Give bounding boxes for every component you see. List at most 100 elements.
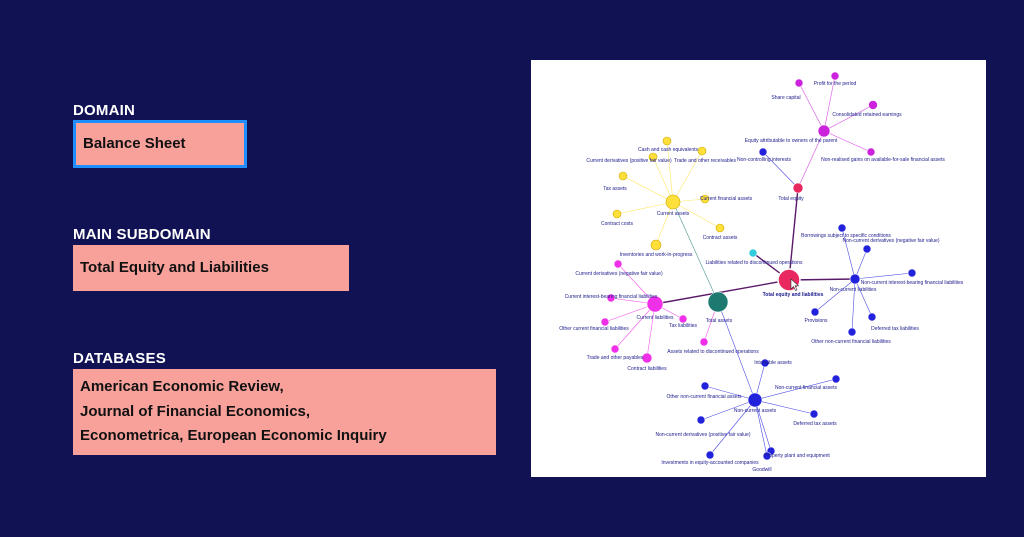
graph-edge — [823, 130, 872, 153]
graph-edge — [823, 75, 836, 132]
graph-edge — [646, 303, 656, 359]
graph-node-total-assets[interactable] — [707, 291, 729, 313]
graph-node-label: Total assets — [706, 318, 733, 324]
graph-node-other-nca-fin[interactable] — [700, 381, 710, 391]
graph-node-profit-period[interactable] — [830, 71, 840, 81]
graph-edge — [762, 151, 799, 189]
graph-node-label: Inventories and work-in-progress — [620, 252, 693, 258]
graph-node-ca-deriv-pos[interactable] — [648, 152, 658, 162]
graph-edge — [654, 279, 790, 305]
graph-node-contract-assets[interactable] — [715, 223, 725, 233]
graph-node-label: Current derivatives (negative fair value… — [575, 271, 663, 277]
graph-node-cur-fin-assets[interactable] — [700, 194, 710, 204]
graph-edge — [854, 248, 868, 280]
subdomain-value[interactable]: Total Equity and Liabilities — [73, 245, 349, 291]
graph-node-contract-costs[interactable] — [612, 209, 622, 219]
graph-edge — [617, 263, 656, 305]
graph-node-non-realised[interactable] — [866, 147, 876, 157]
graph-edge — [823, 104, 874, 132]
graph-edge — [709, 399, 756, 456]
graph-node-equity-investments[interactable] — [705, 450, 715, 460]
graph-node-consolidated-re[interactable] — [868, 100, 878, 110]
graph-edge — [704, 385, 756, 401]
graph-node-label: Contract liabilities — [627, 366, 667, 372]
graph-node-non-current-liab[interactable] — [849, 273, 861, 285]
graph-node-deferred-tax-liab[interactable] — [867, 312, 877, 322]
graph-edge — [854, 272, 913, 280]
graph-node-cl-deriv-neg[interactable] — [613, 259, 623, 269]
graph-node-label: Liabilities related to discontinued oper… — [705, 260, 803, 266]
graph-node-label: Trade and other payables — [587, 355, 644, 361]
domain-value[interactable]: Balance Sheet — [73, 120, 247, 168]
graph-node-non-controlling[interactable] — [758, 147, 768, 157]
graph-node-cl-interest[interactable] — [606, 293, 616, 303]
graph-node-trade-pay[interactable] — [610, 344, 620, 354]
graph-node-contract-liab[interactable] — [641, 352, 653, 364]
graph-node-eq-parent[interactable] — [817, 124, 831, 138]
graph-node-label: Current interest-bearing financial liabi… — [565, 294, 658, 300]
database-line: Econometrica, European Economic Inquiry — [80, 427, 387, 444]
graph-node-goodwill[interactable] — [762, 451, 772, 461]
subdomain-heading: MAIN SUBDOMAIN — [73, 226, 211, 243]
graph-edge — [622, 175, 674, 203]
graph-node-ncl-fin-assets[interactable] — [831, 374, 841, 384]
graph-edge — [754, 378, 837, 401]
graph-node-current-assets[interactable] — [665, 194, 681, 210]
graph-node-ncl-interest[interactable] — [907, 268, 917, 278]
graph-node-ncl-deriv-neg[interactable] — [862, 244, 872, 254]
graph-node-label: Current liabilities — [637, 315, 674, 321]
graph-node-label: Investments in equity-accounted companie… — [661, 460, 759, 466]
graph-edges — [604, 75, 913, 457]
graph-node-liab-disc[interactable] — [748, 248, 758, 258]
graph-node-other-ncl-fin[interactable] — [847, 327, 857, 337]
graph-node-nca-deriv-pos[interactable] — [696, 415, 706, 425]
graph-edge — [652, 156, 674, 203]
graph-node-share-capital[interactable] — [794, 78, 804, 88]
graph-node-label: Non-controlling interests — [737, 157, 791, 163]
graph-node-assets-disc[interactable] — [699, 337, 709, 347]
graph-node-label: Non-current assets — [734, 408, 777, 414]
graph-edge — [700, 399, 756, 421]
graph-node-borrowings[interactable] — [837, 223, 847, 233]
graph-node-label: Non-current derivatives (positive fair v… — [655, 432, 750, 438]
graph-node-label: Deferred tax assets — [793, 421, 837, 427]
database-line: Journal of Financial Economics, — [80, 402, 311, 420]
graph-node-label: Profit for the period — [814, 81, 857, 87]
graph-node-deferred-tax-assets[interactable] — [809, 409, 819, 419]
graph-node-intangible[interactable] — [760, 358, 770, 368]
graph-node-label: Borrowings subject to specific condition… — [801, 233, 891, 239]
graph-node-cash[interactable] — [662, 136, 672, 146]
graph-node-label: Property plant and equipment — [764, 453, 830, 459]
graph-edge — [754, 399, 772, 452]
graph-node-label: Total equity — [778, 196, 804, 202]
graph-node-label: Other current financial liabilities — [559, 326, 629, 332]
databases-heading: DATABASES — [73, 350, 166, 367]
graph-node-trade-rec[interactable] — [697, 146, 707, 156]
graph-node-non-current-assets[interactable] — [747, 392, 763, 408]
graph-node-label: Other non-current financial assets — [666, 394, 742, 400]
graph-node-label: Tax liabilities — [669, 323, 698, 329]
graph-node-label: Contract costs — [601, 221, 633, 227]
graph-edge — [841, 227, 856, 280]
graph-node-total-equity[interactable] — [792, 182, 804, 194]
graph-node-total-eq-liab[interactable] — [777, 268, 801, 292]
graph-node-provisions[interactable] — [810, 307, 820, 317]
graph-node-tax-liab[interactable] — [678, 314, 688, 324]
graph-node-tax-assets[interactable] — [618, 171, 628, 181]
graph-node-inventories[interactable] — [650, 239, 662, 251]
databases-value[interactable]: American Economic Review, Journal of Fin… — [73, 369, 496, 455]
graph-nodes — [600, 71, 917, 461]
graph-node-label: Current assets — [657, 211, 690, 217]
graph-node-label: Cash and cash equivalents — [638, 147, 699, 153]
graph-edge — [672, 150, 703, 203]
graph-node-current-liab[interactable] — [646, 295, 664, 313]
graph-edge — [814, 278, 856, 313]
graph-node-cl-other-fin[interactable] — [600, 317, 610, 327]
database-line: American Economic Review, — [80, 378, 284, 395]
graph-node-label: Current derivatives (positive fair value… — [586, 158, 672, 164]
graph-edge — [672, 201, 719, 303]
graph-edge — [672, 201, 721, 229]
graph-node-label: Trade and other receivables — [674, 158, 737, 164]
